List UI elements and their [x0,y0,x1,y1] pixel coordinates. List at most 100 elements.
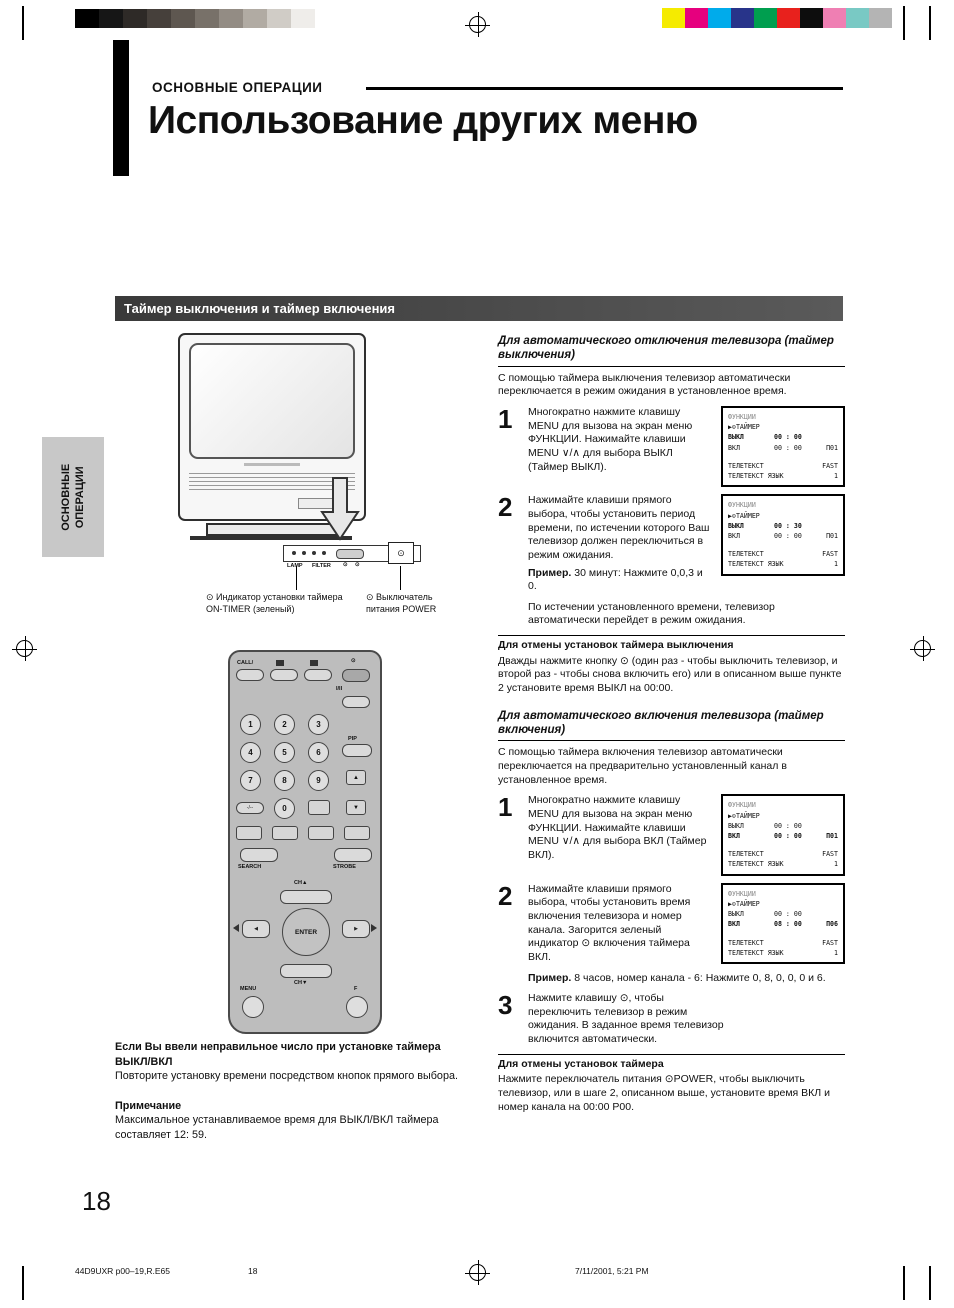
search-button [240,848,278,862]
tv-av-button [304,669,332,681]
step-text: Нажимайте клавиши прямого выбора, чтобы … [528,882,691,963]
grayscale-swatch [171,9,195,28]
section-header-bar: Таймер выключения и таймер включения [115,296,843,321]
colorbar-swatch [800,8,823,28]
on-timer-indicator-icon [312,551,316,555]
step-text: Нажмите клавишу ⊙, чтобы переключить тел… [528,992,724,1046]
off-timer-after-text: По истечении установленного времени, тел… [528,600,775,627]
one-two-digit-button: -/-- [236,802,264,814]
pip-button [342,744,372,757]
menu-button-label: MENU [240,986,257,992]
power-symbol: ⊙ [351,658,356,664]
function-button-4 [344,826,370,840]
grayscale-swatch [75,9,99,28]
warning-title: Если Вы ввели неправильное число при уст… [115,1041,441,1068]
note-text: Максимальное устанавливаемое время для В… [115,1114,439,1141]
registration-mark [22,1266,24,1300]
off-timer-cancel-text: Дважды нажмите кнопку ⊙ (один раз - чтоб… [498,654,842,695]
registration-mark [903,6,905,40]
digit-button-5: 5 [274,742,295,763]
grayscale-swatch [99,9,123,28]
filter-label: FILTER [312,563,331,569]
panel-button [336,549,364,559]
colorbar-swatch [777,8,800,28]
channel-down-label: CH▼ [294,980,308,986]
sound-mode-button [342,696,370,708]
off-timer-step-2: 2 Нажимайте клавиши прямого выбора, чтоб… [498,494,845,593]
strobe-button [334,848,372,862]
colorbar-swatch [662,8,685,28]
page-number: 18 [82,1186,111,1216]
mute-icon [276,660,284,666]
registration-mark [903,1266,905,1300]
volume-down-icon [233,924,239,932]
pip-label: PIP [348,736,357,742]
step-text: Нажимайте клавиши прямого выбора, чтобы … [528,494,721,593]
control-panel-strip: ⊙ [283,542,421,564]
on-timer-intro: С помощью таймера включения телевизор ав… [498,746,787,786]
digit-button-9: 9 [308,770,329,791]
step-number: 2 [498,492,513,523]
sidebar-chapter-label: ОСНОВНЫЕ ОПЕРАЦИИ [59,463,86,531]
display-button [308,800,330,815]
search-label: SEARCH [238,864,262,870]
crosshair-registration-mark [910,636,935,661]
channel-down-button [280,964,332,978]
grayscale-swatch [219,9,243,28]
step-text: Многократно нажмите клавишу MENU для выз… [528,794,707,861]
digit-button-0: 0 [274,798,295,819]
grayscale-swatch [267,9,291,28]
power-switch: ⊙ [388,542,414,564]
registration-mark [929,6,931,40]
on-timer-example: Пример. 8 часов, номер канала - 6: Нажми… [528,971,826,984]
digit-button-4: 4 [240,742,261,763]
colorbar-swatch [869,8,892,28]
strobe-label: STROBE [333,864,356,870]
f-button [346,996,368,1018]
colorbar-swatch [685,8,708,28]
panel-open-arrow-icon [320,477,360,541]
grayscale-swatch [195,9,219,28]
left-notes: Если Вы ввели неправильное число при уст… [115,1040,477,1142]
leader-line [296,566,297,590]
footer-page-number: 18 [248,1266,258,1276]
digit-button-6: 6 [308,742,329,763]
warning-text: Повторите установку времени посредством … [115,1070,458,1083]
pip-channel-up-button: ▲ [346,770,366,785]
crosshair-registration-mark [465,1260,490,1285]
chapter-bar [113,40,129,176]
on-timer-step-3: 3 Нажмите клавишу ⊙, чтобы переключить т… [498,992,845,1047]
registration-mark [929,1266,931,1300]
tv-screen [189,343,355,459]
step-number: 3 [498,990,513,1021]
colorbar-swatch [731,8,754,28]
digit-button-2: 2 [274,714,295,735]
step-text: Многократно нажмите клавишу MENU для выз… [528,406,693,473]
on-timer-step-1: 1 Многократно нажмите клавишу MENU для в… [498,794,845,876]
colorbar-swatch [846,8,869,28]
filter-indicator-icon [302,551,306,555]
call-button [236,669,264,681]
colorbar-swatch [754,8,777,28]
sound-mode-label: I/II [336,686,343,692]
channel-up-button [280,890,332,904]
off-timer-step-1: 1 Многократно нажмите клавишу MENU для в… [498,404,845,488]
grayscale-swatch [123,9,147,28]
on-timer-step-2: 2 Нажимайте клавиши прямого выбора, чтоб… [498,882,845,965]
step-number: 1 [498,404,513,435]
off-timer-heading: Для автоматического отключения телевизор… [498,334,845,367]
section-kicker: ОСНОВНЫЕ ОПЕРАЦИИ [152,80,323,95]
leader-line [400,566,401,590]
colorbar-swatch [708,8,731,28]
caption-power-switch: ⊙ Выключатель питания POWER [366,592,437,614]
channel-up-label: CH▲ [294,880,308,886]
call-button-label: CALL/ [237,660,254,666]
lamp-label: LAMP [287,563,303,569]
kicker-rule [366,87,843,90]
volume-up-icon [371,924,377,932]
footer-timestamp: 7/11/2001, 5:21 PM [575,1266,649,1276]
remote-control-illustration: CALL/ ⊙ I/II 1 2 3 4 5 6 7 8 9 -/-- 0 PI… [228,650,382,1034]
